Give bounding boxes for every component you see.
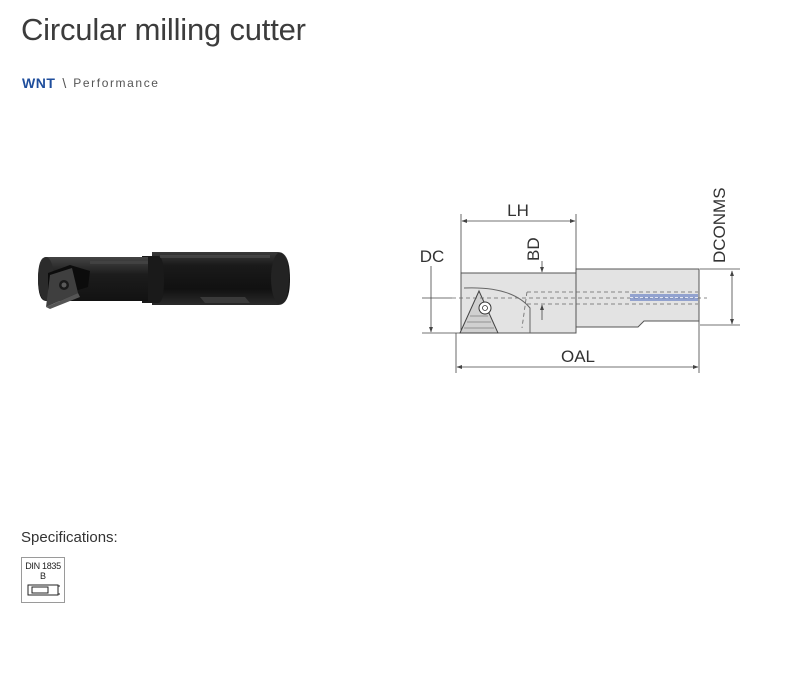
breadcrumb-separator: \ xyxy=(62,75,67,91)
dim-label-dconms: DCONMS xyxy=(710,187,729,263)
dim-label-lh: LH xyxy=(507,201,529,220)
brand-logo[interactable]: WNT xyxy=(22,75,56,91)
product-image[interactable] xyxy=(30,235,300,320)
spec-badge-din1835b[interactable]: DIN 1835 B xyxy=(21,557,65,603)
spec-badge-line1: DIN 1835 xyxy=(25,561,61,571)
dim-label-bd: BD xyxy=(524,237,543,261)
tool-shank-end xyxy=(271,252,289,305)
shank-flat-icon xyxy=(27,584,60,596)
dimension-drawing: LH DC BD DCONMS OAL xyxy=(420,187,740,373)
tool-shank xyxy=(152,252,290,305)
dim-label-oal: OAL xyxy=(561,347,595,366)
product-line-label[interactable]: Performance xyxy=(73,76,160,90)
dim-label-dc: DC xyxy=(420,247,445,266)
brand-breadcrumb: WNT \ Performance xyxy=(22,74,160,92)
page-title: Circular milling cutter xyxy=(21,12,306,47)
spec-badge-line2: B xyxy=(39,571,46,581)
coolant-channel xyxy=(630,294,698,301)
specifications-heading: Specifications: xyxy=(21,529,118,546)
